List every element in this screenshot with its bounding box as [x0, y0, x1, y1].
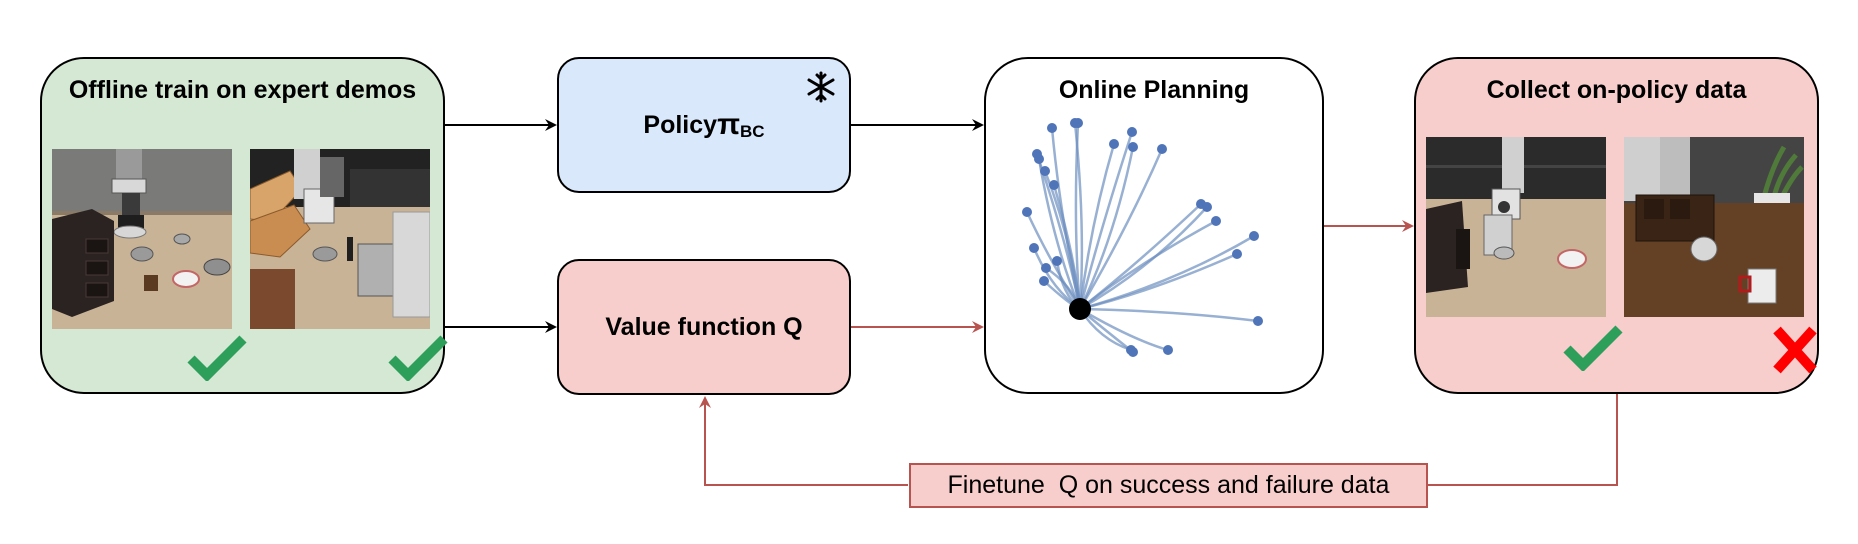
policy-pi: π: [717, 108, 741, 141]
offline-train-title: Offline train on expert demos: [68, 76, 417, 104]
trajectory-path: [1079, 252, 1238, 311]
planning-origin: [1069, 298, 1091, 320]
check-icon: [1563, 325, 1623, 371]
trajectory-endpoint: [1157, 144, 1167, 154]
trajectory-endpoint: [1039, 276, 1049, 286]
trajectory-path: [1078, 148, 1164, 310]
policy-subscript: BC: [740, 122, 765, 141]
trajectory-endpoint: [1109, 139, 1119, 149]
trajectory-endpoint: [1249, 231, 1259, 241]
demo-image-2: [250, 149, 430, 329]
trajectory-endpoint: [1040, 166, 1050, 176]
demo-image-1: [52, 149, 232, 329]
collect-data-box: Collect on-policy data: [1414, 57, 1819, 394]
trajectory-path: [1025, 211, 1082, 310]
online-planning-title: Online Planning: [1058, 76, 1250, 104]
online-planning-box: Online Planning: [984, 57, 1324, 394]
trajectory-endpoint: [1052, 256, 1062, 266]
trajectory-path: [1078, 143, 1116, 310]
trajectory-endpoint: [1032, 149, 1042, 159]
trajectory-endpoint: [1127, 127, 1137, 137]
trajectory-endpoint: [1029, 243, 1039, 253]
finetune-label: Finetune Q on success and failure data: [947, 471, 1390, 499]
trajectory-path: [1079, 219, 1217, 310]
trajectory-path: [1078, 131, 1134, 310]
trajectory-path: [1079, 206, 1208, 311]
trajectory-endpoint: [1232, 249, 1242, 259]
trajectory-endpoint: [1128, 347, 1138, 357]
collect-data-title: Collect on-policy data: [1486, 76, 1747, 104]
trajectory-path: [1079, 307, 1259, 323]
feedback-line: [1428, 394, 1618, 486]
check-icon: [388, 335, 448, 381]
trajectory-endpoint: [1128, 142, 1138, 152]
trajectory-path: [1078, 146, 1135, 310]
arrow-finetune-to-value: [699, 396, 908, 486]
trajectory-endpoint: [1073, 118, 1083, 128]
trajectory-endpoint: [1211, 216, 1221, 226]
trajectory-path: [1079, 203, 1202, 310]
trajectory-endpoint: [1047, 123, 1057, 133]
success-rollout-image: [1426, 137, 1606, 317]
trajectory-endpoint: [1041, 263, 1051, 273]
offline-train-box: Offline train on expert demos: [40, 57, 448, 394]
trajectory-endpoint: [1163, 345, 1173, 355]
trajectory-path: [1052, 184, 1082, 310]
trajectory-path: [1079, 307, 1169, 352]
snowflake-icon: [807, 71, 835, 103]
failure-rollout-image: [1624, 137, 1804, 317]
trajectory-endpoint: [1022, 207, 1032, 217]
trajectory-endpoint: [1253, 316, 1263, 326]
trajectory-endpoint: [1049, 180, 1059, 190]
trajectory-endpoint: [1202, 202, 1212, 212]
planning-trajectories: [1022, 118, 1263, 357]
check-icon: [187, 335, 247, 381]
value-function-box: Value function Q: [557, 259, 851, 395]
trajectory-path: [1037, 158, 1082, 310]
cross-icon: [1773, 326, 1817, 374]
finetune-box: Finetune Q on success and failure data: [909, 463, 1428, 508]
value-function-label: Value function Q: [605, 312, 803, 341]
